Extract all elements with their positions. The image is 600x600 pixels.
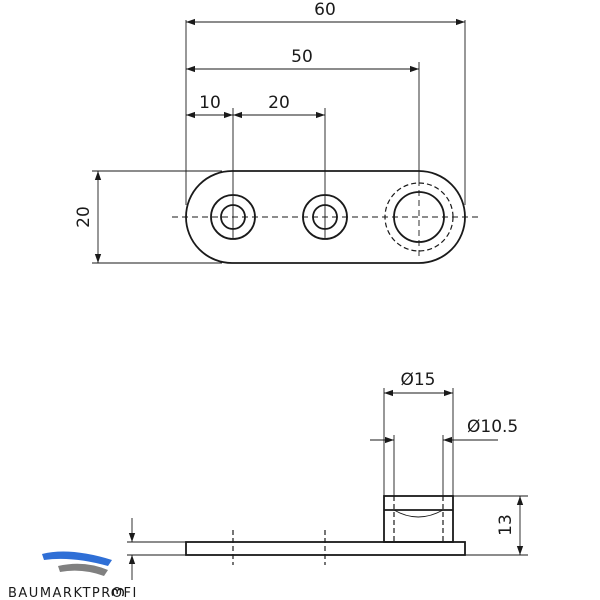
dim-total-length: 60 bbox=[314, 0, 336, 20]
logo-swoosh-grey bbox=[58, 563, 108, 576]
collar-outline bbox=[383, 495, 454, 543]
dim-slot-end: 50 bbox=[291, 47, 313, 67]
dim-hole-spacing: 20 bbox=[268, 93, 290, 113]
collar-hole bbox=[384, 180, 454, 256]
hole-1 bbox=[210, 194, 256, 240]
logo-swoosh-blue bbox=[42, 551, 112, 566]
side-view: Ø15 Ø10.5 13 3 bbox=[109, 370, 528, 597]
hole-2 bbox=[302, 194, 348, 240]
dim-plate-height: 20 bbox=[74, 206, 94, 228]
dim-plate-thickness: 3 bbox=[109, 587, 129, 598]
logo-text: BAUMARKTPROFI bbox=[8, 586, 138, 600]
dim-collar-outer: Ø15 bbox=[400, 370, 435, 390]
dim-collar-inner: Ø10.5 bbox=[467, 417, 518, 437]
dim-first-hole: 10 bbox=[199, 93, 221, 113]
dim-collar-height: 13 bbox=[496, 514, 516, 536]
top-view: 60 50 10 20 20 bbox=[74, 0, 480, 264]
baumarktprofi-logo: BAUMARKTPROFI bbox=[8, 551, 138, 600]
